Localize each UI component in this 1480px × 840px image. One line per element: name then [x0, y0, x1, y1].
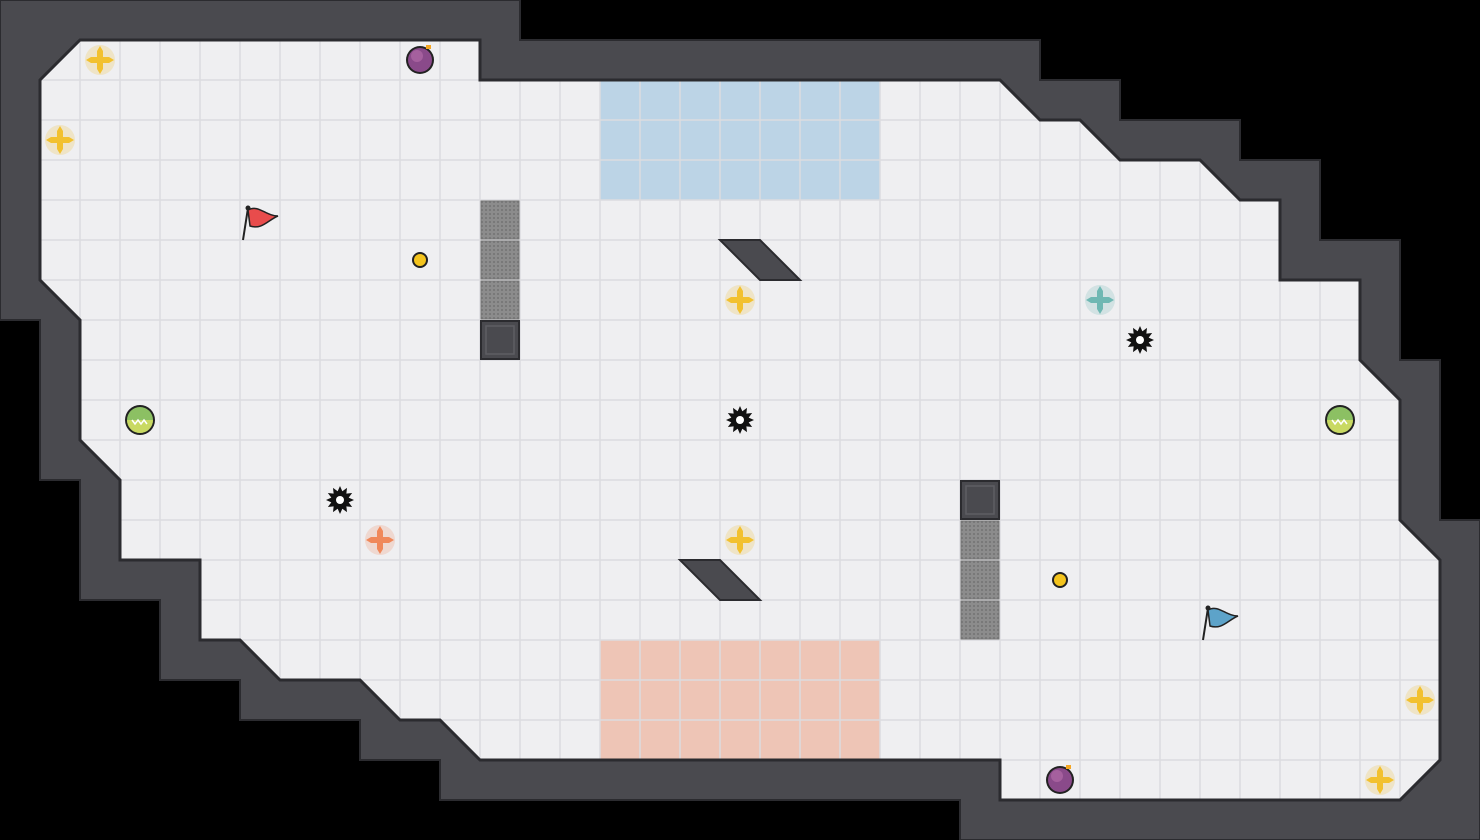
spike-icon	[726, 406, 754, 434]
blue-flag-icon	[1202, 605, 1239, 641]
gate-tile	[480, 280, 520, 320]
gate-tile	[960, 560, 1000, 600]
button-icon	[412, 252, 428, 268]
boost-pad-icon	[1365, 765, 1395, 795]
boost-pad-icon	[85, 45, 115, 75]
bomb-icon	[1046, 765, 1074, 794]
bomb-icon	[406, 45, 434, 74]
boost-pad-icon	[725, 525, 755, 555]
blue-endzone	[600, 80, 880, 200]
gate-tile	[960, 520, 1000, 560]
spike-icon	[326, 486, 354, 514]
spike-icon	[1126, 326, 1154, 354]
wall-block	[480, 320, 520, 360]
red-endzone	[600, 640, 880, 760]
gate-tile	[480, 200, 520, 240]
boost-pad-icon	[725, 285, 755, 315]
boost-pad-icon	[365, 525, 395, 555]
portal-icon	[1325, 405, 1355, 435]
gate-tile	[480, 240, 520, 280]
floor-edge	[38, 38, 1442, 802]
diagonal-wall	[717, 239, 803, 281]
red-flag-icon	[242, 205, 279, 241]
button-icon	[1052, 572, 1068, 588]
diagonal-wall	[677, 559, 763, 601]
wall-block	[960, 480, 1000, 520]
gate-tile	[960, 600, 1000, 640]
boost-pad-icon	[45, 125, 75, 155]
boost-pad-icon	[1405, 685, 1435, 715]
boost-pad-icon	[1085, 285, 1115, 315]
portal-icon	[125, 405, 155, 435]
